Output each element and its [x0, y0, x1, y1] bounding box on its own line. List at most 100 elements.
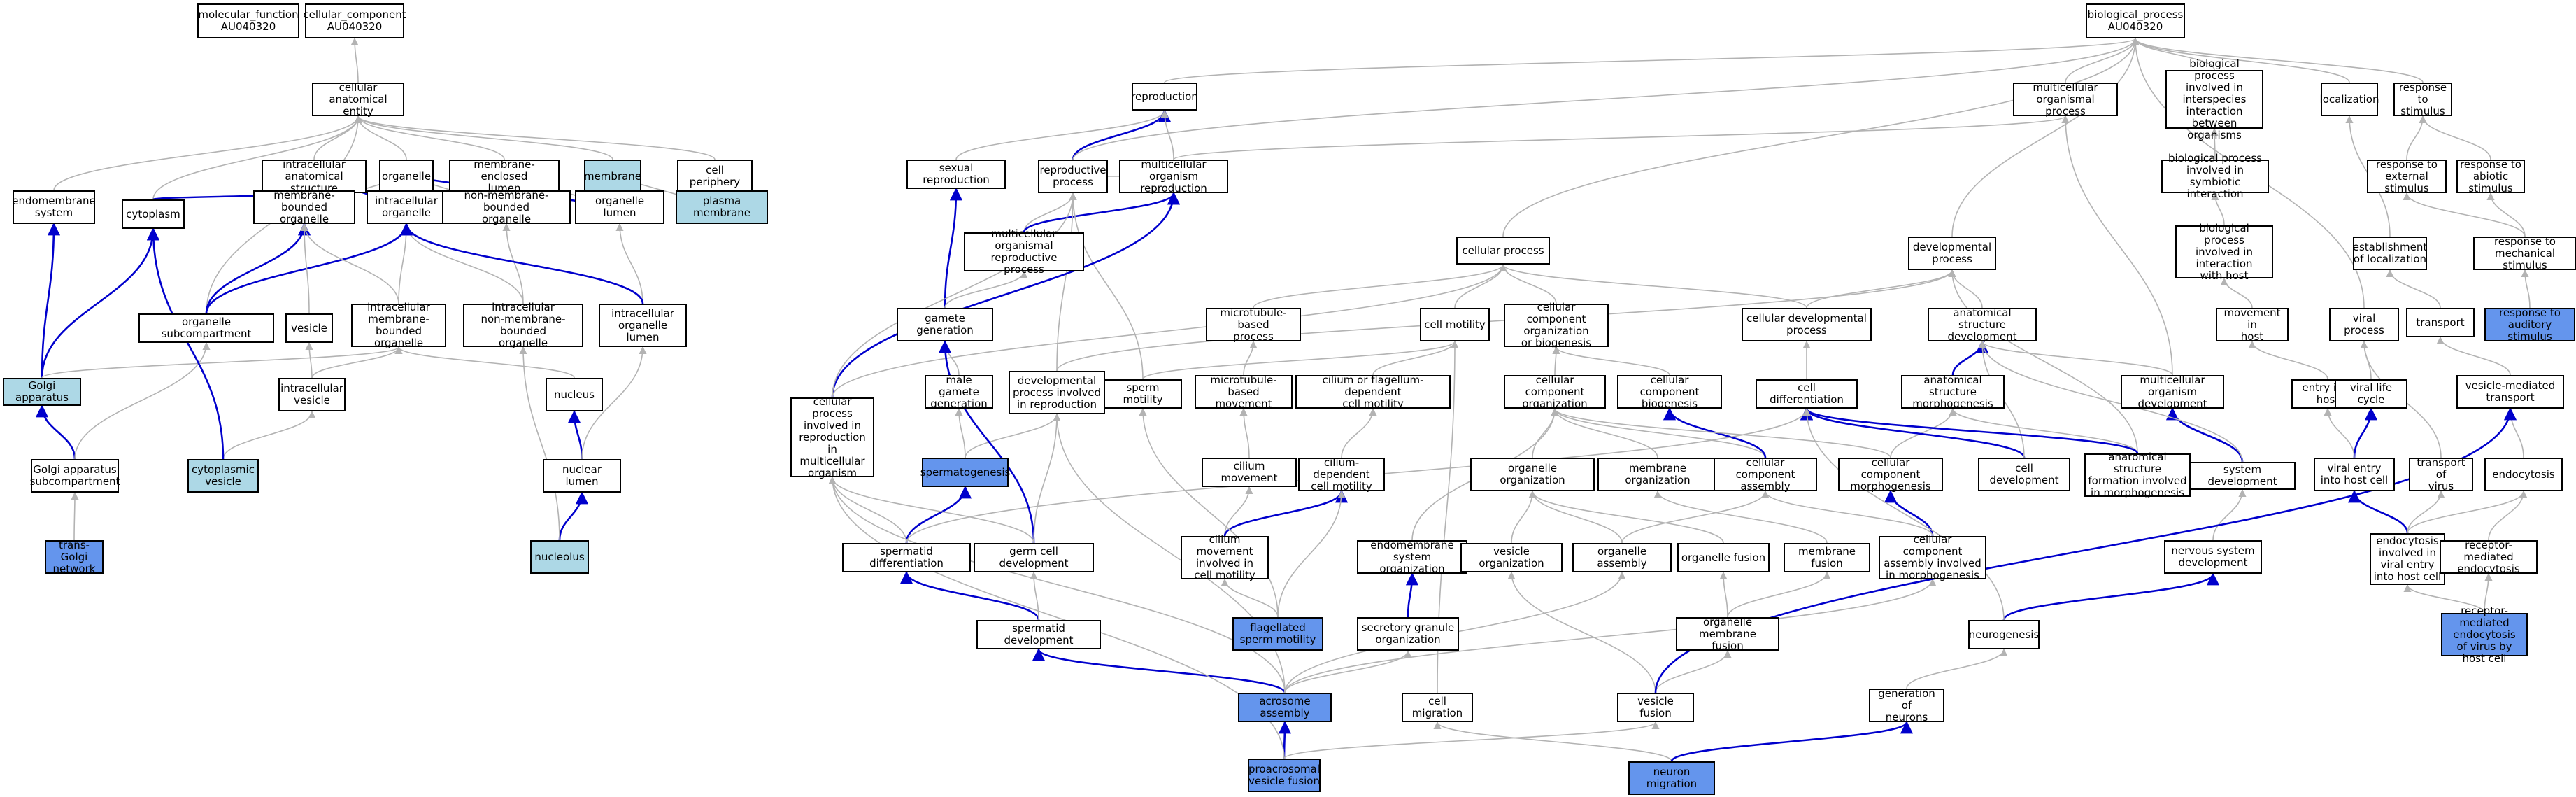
go-term-nervous-system-development[interactable]: nervous system development	[2164, 540, 2262, 574]
go-term-endocytosis-involved-in-viral-entry[interactable]: endocytosis involved in viral entry into…	[2370, 533, 2445, 585]
go-term-molecular-function[interactable]: molecular_function AU040320	[197, 3, 299, 38]
go-term-multicellular-organismal-reproductive-process[interactable]: multicellular organismal reproductive pr…	[964, 228, 1084, 276]
go-term-gamete-generation[interactable]: gamete generation	[897, 308, 993, 341]
go-term-anatomical-structure-formation[interactable]: anatomical structure formation involved …	[2084, 451, 2191, 499]
go-term-vesicle[interactable]: vesicle	[285, 313, 333, 343]
go-term-spermatid-differentiation[interactable]: spermatid differentiation	[842, 543, 971, 572]
go-term-cytoplasmic-vesicle[interactable]: cytoplasmic vesicle	[187, 459, 259, 493]
go-term-establishment-of-localization[interactable]: establishment of localization	[2353, 237, 2427, 270]
go-term-multicellular-organism-development[interactable]: multicellular organism development	[2121, 374, 2224, 409]
go-term-cellular-component-assembly[interactable]: cellular component assembly	[1714, 456, 1817, 492]
go-term-intracellular-organelle-lumen[interactable]: intracellular organelle lumen	[599, 304, 687, 347]
go-term-organelle-organization[interactable]: organelle organization	[1470, 458, 1595, 491]
go-term-membrane-organization[interactable]: membrane organization	[1597, 458, 1718, 491]
go-term-intracellular-non-membrane-bounded-organelle[interactable]: intracellular non-membrane-bounded organ…	[463, 302, 583, 349]
go-term-nucleus[interactable]: nucleus	[546, 378, 603, 411]
go-term-cell-development[interactable]: cell development	[1978, 458, 2070, 491]
go-term-generation-of-neurons[interactable]: generation of neurons	[1869, 687, 1944, 723]
go-term-microtubule-based-process[interactable]: microtubule-based process	[1206, 306, 1301, 342]
go-term-cell-periphery[interactable]: cell periphery	[677, 160, 753, 193]
go-term-vesicle-organization[interactable]: vesicle organization	[1460, 543, 1563, 572]
go-term-membrane[interactable]: membrane	[584, 160, 641, 193]
go-term-receptor-mediated-endocytosis-of-virus[interactable]: receptor-mediated endocytosis of virus b…	[2441, 605, 2528, 664]
go-term-cellular-developmental-process[interactable]: cellular developmental process	[1742, 308, 1872, 341]
go-term-viral-life-cycle[interactable]: viral life cycle	[2335, 379, 2407, 409]
go-term-multicellular-organismal-process[interactable]: multicellular organismal process	[2013, 81, 2118, 117]
go-term-plasma-membrane[interactable]: plasma membrane	[676, 190, 768, 224]
go-term-neurogenesis[interactable]: neurogenesis	[1968, 620, 2040, 649]
go-term-anatomical-structure-morphogenesis[interactable]: anatomical structure morphogenesis	[1901, 374, 2005, 409]
go-term-endocytosis[interactable]: endocytosis	[2484, 458, 2563, 491]
go-term-vesicle-fusion[interactable]: vesicle fusion	[1617, 693, 1694, 722]
go-term-cytoplasm[interactable]: cytoplasm	[122, 199, 185, 229]
go-term-cellular-component-organization-or-biogenesis[interactable]: cellular component organization or bioge…	[1504, 302, 1609, 349]
go-term-flagellated-sperm-motility[interactable]: flagellated sperm motility	[1232, 617, 1323, 651]
go-term-organelle-membrane-fusion[interactable]: organelle membrane fusion	[1676, 616, 1779, 651]
go-term-organelle-assembly[interactable]: organelle assembly	[1572, 543, 1672, 572]
go-term-response-to-mechanical-stimulus[interactable]: response to mechanical stimulus	[2473, 235, 2576, 271]
go-term-transport-of-virus[interactable]: transport of virus	[2409, 456, 2473, 492]
go-term-non-membrane-bounded-organelle[interactable]: non-membrane-bounded organelle	[442, 189, 571, 225]
go-term-vesicle-mediated-transport[interactable]: vesicle-mediated transport	[2456, 375, 2564, 409]
go-term-intracellular-anatomical-structure[interactable]: intracellular anatomical structure	[262, 158, 367, 194]
go-term-cellular-component-organization[interactable]: cellular component organization	[1504, 374, 1606, 409]
go-term-spermatogenesis[interactable]: spermatogenesis	[920, 458, 1010, 487]
go-term-cellular-anatomical-entity[interactable]: cellular anatomical entity	[312, 81, 404, 117]
go-term-acrosome-assembly[interactable]: acrosome assembly	[1238, 693, 1332, 722]
go-term-developmental-process[interactable]: developmental process	[1908, 237, 1996, 270]
go-term-secretory-granule-organization[interactable]: secretory granule organization	[1357, 617, 1459, 651]
go-term-multicellular-organism-reproduction[interactable]: multicellular organism reproduction	[1119, 158, 1228, 194]
go-term-golgi-apparatus[interactable]: Golgi apparatus	[3, 378, 81, 406]
go-term-membrane-bounded-organelle[interactable]: membrane-bounded organelle	[253, 189, 355, 225]
go-term-reproductive-process[interactable]: reproductive process	[1038, 160, 1108, 193]
go-term-golgi-apparatus-subcompartment[interactable]: Golgi apparatus subcompartment	[30, 459, 120, 493]
go-term-sexual-reproduction[interactable]: sexual reproduction	[906, 160, 1006, 189]
go-term-response-to-abiotic-stimulus[interactable]: response to abiotic stimulus	[2456, 158, 2525, 194]
go-term-membrane-enclosed-lumen[interactable]: membrane-enclosed lumen	[449, 158, 560, 194]
go-term-movement-in-host[interactable]: movement in host	[2216, 306, 2289, 342]
go-term-cellular-component-morphogenesis[interactable]: cellular component morphogenesis	[1838, 456, 1943, 492]
go-term-germ-cell-development[interactable]: germ cell development	[974, 543, 1094, 572]
go-term-sperm-motility[interactable]: sperm motility	[1104, 379, 1182, 409]
go-term-male-gamete-generation[interactable]: male gamete generation	[925, 374, 993, 409]
go-term-transport[interactable]: transport	[2406, 308, 2475, 337]
go-term-nuclear-lumen[interactable]: nuclear lumen	[543, 459, 621, 493]
go-term-cell-migration[interactable]: cell migration	[1402, 693, 1473, 722]
go-term-response-to-auditory-stimulus[interactable]: response to auditory stimulus	[2484, 306, 2575, 342]
go-term-cilium-movement-involved-in-cell-motility[interactable]: cilium movement involved in cell motilit…	[1181, 534, 1269, 581]
go-term-receptor-mediated-endocytosis[interactable]: receptor-mediated endocytosis	[2440, 539, 2538, 574]
go-term-cell-differentiation[interactable]: cell differentiation	[1756, 379, 1858, 409]
go-term-cilium-or-flagellum-dependent-cell-motility[interactable]: cilium or flagellum-dependent cell motil…	[1295, 374, 1451, 409]
go-term-endomembrane-system[interactable]: endomembrane system	[12, 190, 96, 224]
go-term-organelle[interactable]: organelle	[379, 160, 434, 193]
go-term-cilium-movement[interactable]: cilium movement	[1202, 458, 1297, 487]
go-term-response-to-external-stimulus[interactable]: response to external stimulus	[2367, 158, 2447, 194]
go-term-bp-interaction-with-host[interactable]: biological process involved in interacti…	[2175, 222, 2273, 281]
go-term-cellular-component[interactable]: cellular_component AU040320	[303, 3, 406, 38]
go-term-nucleolus[interactable]: nucleolus	[530, 540, 589, 574]
go-term-biological-process[interactable]: biological_process AU040320	[2086, 3, 2185, 38]
go-term-localization[interactable]: localization	[2320, 83, 2379, 116]
go-term-cellular-process-involved-in-reproduction[interactable]: cellular process involved in reproductio…	[790, 395, 874, 479]
go-term-bp-interspecies[interactable]: biological process involved in interspec…	[2165, 57, 2263, 141]
go-term-cellular-component-biogenesis[interactable]: cellular component biogenesis	[1617, 374, 1722, 409]
go-term-cellular-component-assembly-in-morphogenesis[interactable]: cellular component assembly involved in …	[1879, 534, 1986, 581]
go-term-proacrosomal-vesicle-fusion[interactable]: proacrosomal vesicle fusion	[1248, 759, 1321, 792]
go-term-viral-entry-into-host-cell[interactable]: viral entry into host cell	[2314, 458, 2395, 491]
go-term-intracellular-membrane-bounded-organelle[interactable]: intracellular membrane-bounded organelle	[351, 302, 446, 349]
go-term-developmental-process-involved-in-reproduction[interactable]: developmental process involved in reprod…	[1009, 371, 1105, 414]
go-term-trans-golgi-network[interactable]: trans-Golgi network	[45, 539, 104, 574]
go-term-cilium-dependent-cell-motility[interactable]: cilium-dependent cell motility	[1298, 456, 1385, 492]
go-term-organelle-lumen[interactable]: organelle lumen	[575, 190, 664, 224]
go-term-response-to-stimulus[interactable]: response to stimulus	[2393, 81, 2452, 117]
go-term-intracellular-organelle[interactable]: intracellular organelle	[367, 190, 446, 224]
go-term-organelle-fusion[interactable]: organelle fusion	[1677, 543, 1770, 572]
go-term-system-development[interactable]: system development	[2189, 462, 2296, 490]
go-term-intracellular-vesicle[interactable]: intracellular vesicle	[278, 378, 346, 411]
go-term-spermatid-development[interactable]: spermatid development	[976, 620, 1101, 649]
go-term-bp-symbiotic[interactable]: biological process involved in symbiotic…	[2161, 153, 2269, 200]
go-term-cellular-process[interactable]: cellular process	[1456, 237, 1550, 265]
go-term-neuron-migration[interactable]: neuron migration	[1628, 761, 1715, 795]
go-term-organelle-subcompartment[interactable]: organelle subcompartment	[138, 313, 274, 343]
go-term-viral-process[interactable]: viral process	[2329, 308, 2399, 341]
